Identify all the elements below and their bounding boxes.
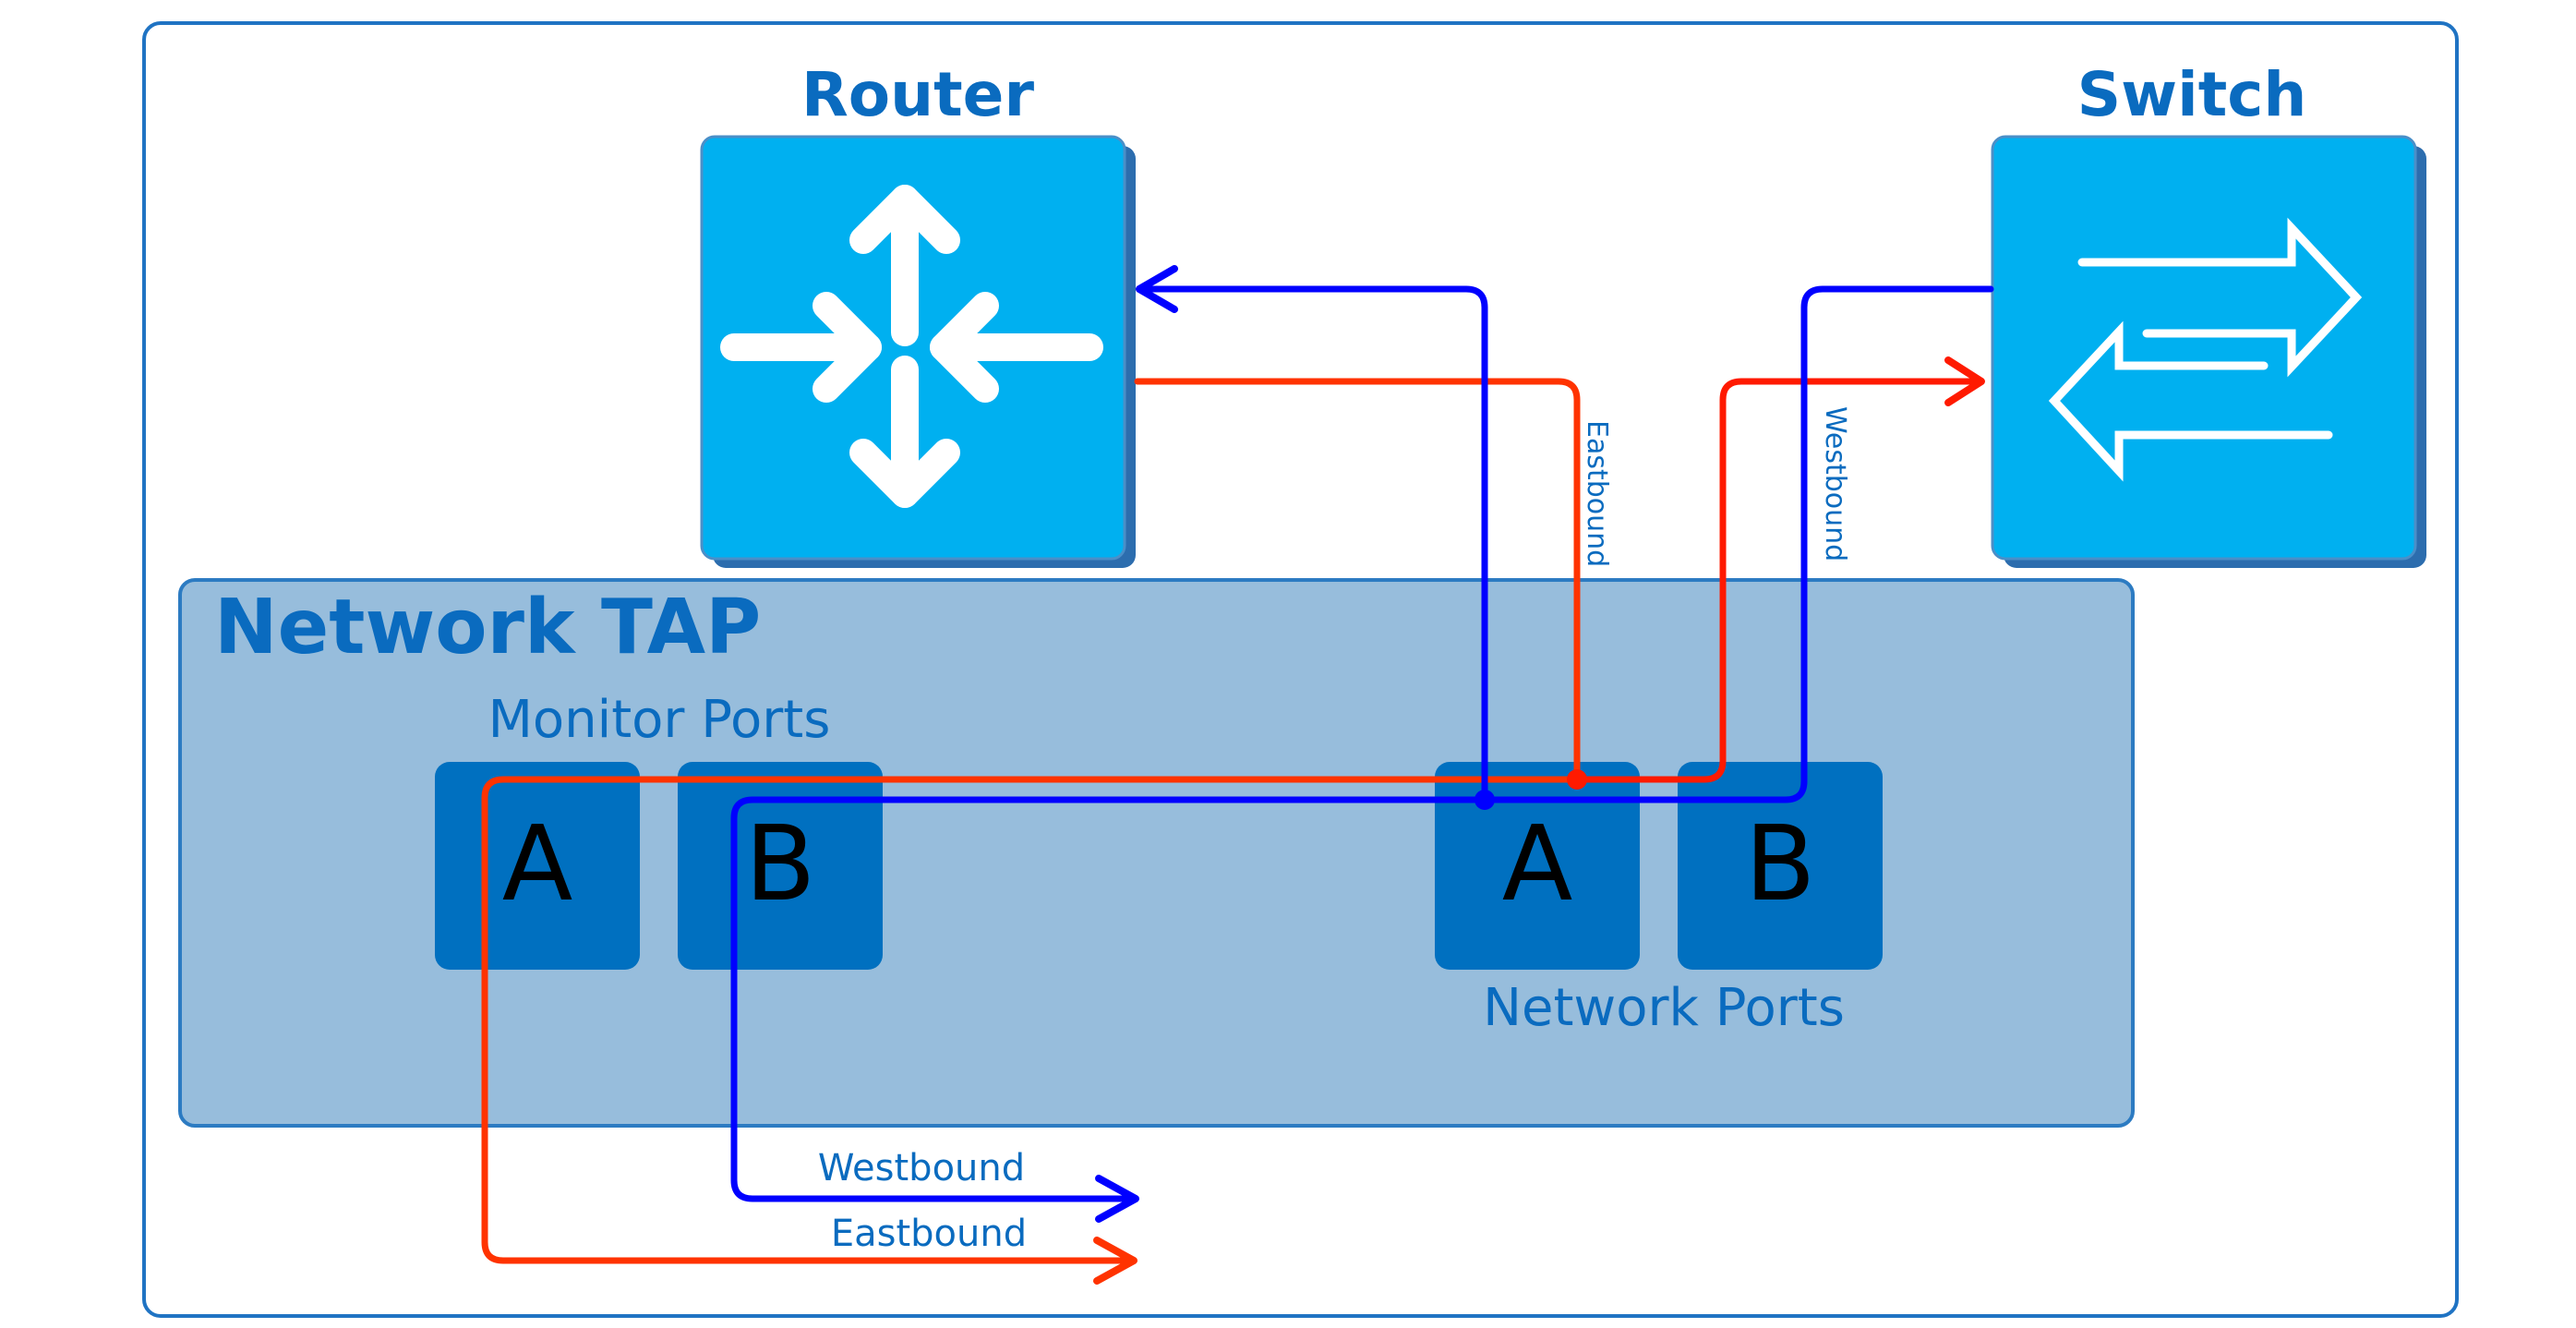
monitor-port-b-letter: B [745, 804, 816, 924]
tap-to-switch-red-line [1573, 378, 1980, 783]
eastbound-output-arrowhead [1093, 1237, 1138, 1285]
monitor-port-a-letter: A [502, 804, 573, 924]
network-ports-label: Network Ports [1483, 978, 1845, 1038]
switch-icon [2048, 217, 2363, 482]
westbound-output-arrowhead [1095, 1175, 1139, 1223]
network-port-a[interactable] [1435, 762, 1640, 970]
westbound-output-label: Westbound [818, 1147, 1025, 1189]
monitor-ports-label: Monitor Ports [488, 690, 831, 750]
router-title: Router [801, 59, 1034, 130]
network-port-a-letter: A [1502, 804, 1573, 924]
red-junction-dot [1567, 769, 1587, 790]
switch-device[interactable] [1991, 135, 2426, 568]
router-blue-arrowhead [1136, 265, 1178, 313]
network-tap-panel [178, 578, 2135, 1128]
network-port-b[interactable] [1678, 762, 1883, 970]
monitor-port-b[interactable] [678, 762, 883, 970]
monitor-eastbound-line [481, 776, 1581, 1264]
router-icon [720, 185, 1103, 508]
eastbound-output-label: Eastbound [831, 1213, 1027, 1255]
switch-title: Switch [2077, 59, 2307, 130]
tap-to-router-blue-line [1141, 285, 1488, 803]
switch-red-arrowhead [1944, 356, 1985, 406]
router-device[interactable] [700, 135, 1136, 568]
westbound-switch-to-tap-line [730, 285, 1994, 1202]
westbound-vertical-label: Westbound [1819, 406, 1851, 561]
eastbound-vertical-label: Eastbound [1581, 420, 1613, 567]
eastbound-router-to-tap-line [1134, 378, 1581, 776]
network-port-b-letter: B [1745, 804, 1816, 924]
network-tap-title: Network TAP [214, 584, 761, 671]
blue-junction-dot [1475, 790, 1495, 810]
